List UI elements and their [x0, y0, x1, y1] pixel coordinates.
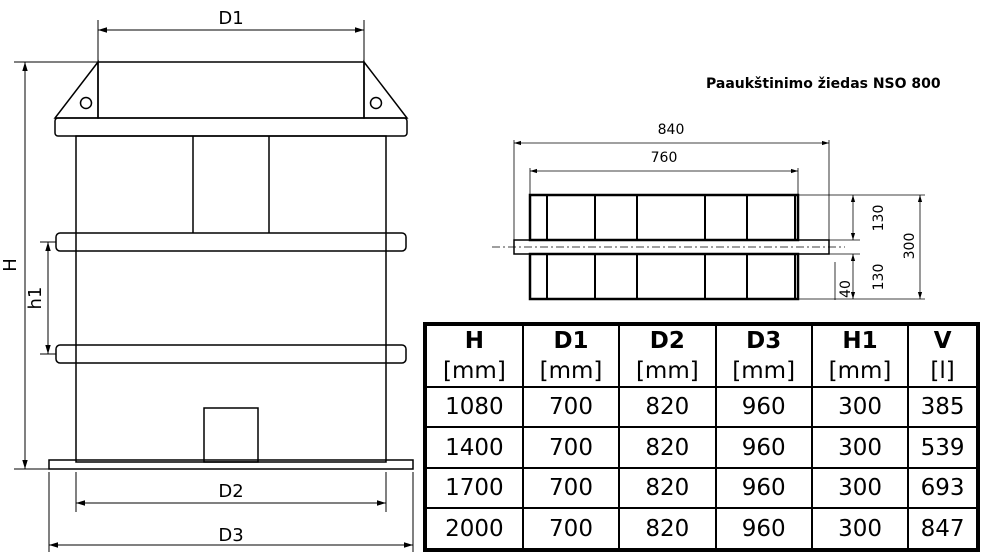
header-v: V[l] — [907, 323, 979, 388]
table-cell: 1700 — [424, 466, 524, 510]
table-cell: 700 — [521, 426, 621, 469]
stiffening-rib-lower — [55, 344, 407, 364]
table-cell: 700 — [521, 385, 621, 429]
table-row: 1700 700 820 960 300 693 — [424, 466, 979, 510]
table-row: 1080 700 820 960 300 385 — [424, 385, 979, 429]
ring-total-dimension-label: 300 — [902, 233, 918, 260]
table-cell: 700 — [521, 466, 621, 510]
table-cell: 300 — [810, 466, 910, 510]
header-d3: D3[mm] — [714, 323, 813, 388]
ring-outer-dimension-label: 840 — [658, 122, 685, 138]
table-row: 2000 700 820 960 300 847 — [424, 507, 979, 551]
spec-table-header-row: H[mm] D1[mm] D2[mm] D3[mm] H1[mm] V[l] — [424, 323, 979, 388]
table-cell: 693 — [907, 466, 979, 510]
table-cell: 960 — [714, 426, 813, 469]
table-cell: 820 — [618, 466, 717, 510]
table-cell: 385 — [907, 385, 979, 429]
table-cell: 960 — [714, 466, 813, 510]
base-plate — [48, 459, 414, 470]
label-d1: D1 — [218, 8, 243, 29]
left-lug-hole — [79, 96, 93, 110]
label-h1: h1 — [25, 287, 46, 310]
label-d3: D3 — [218, 525, 243, 546]
table-cell: 960 — [714, 385, 813, 429]
table-cell: 300 — [810, 426, 910, 469]
ring-upper-dimension-label: 130 — [871, 205, 887, 232]
ring-inner-dimension-label: 760 — [651, 150, 678, 166]
top-flange — [54, 117, 408, 137]
right-lifting-lug — [363, 59, 409, 119]
table-cell: 847 — [907, 507, 979, 551]
table-cell: 700 — [521, 507, 621, 551]
tank-neck — [97, 61, 365, 119]
label-d2: D2 — [218, 481, 243, 502]
left-lifting-lug — [53, 59, 99, 119]
table-cell: 2000 — [424, 507, 524, 551]
label-h: H — [0, 258, 21, 272]
header-h1: H1[mm] — [810, 323, 910, 388]
stiffening-rib-upper — [55, 232, 407, 252]
spec-table: H[mm] D1[mm] D2[mm] D3[mm] H1[mm] V[l] 1… — [423, 322, 980, 552]
table-cell: 820 — [618, 385, 717, 429]
tank-side-view — [48, 59, 414, 470]
table-cell: 300 — [810, 507, 910, 551]
table-cell: 820 — [618, 426, 717, 469]
ring-drawing — [492, 193, 845, 301]
table-cell: 300 — [810, 385, 910, 429]
table-cell: 1080 — [424, 385, 524, 429]
table-cell: 960 — [714, 507, 813, 551]
ring-lower-dimension-label: 130 — [871, 264, 887, 291]
right-lug-hole — [369, 96, 383, 110]
header-d1: D1[mm] — [521, 323, 621, 388]
table-cell: 820 — [618, 507, 717, 551]
table-cell: 539 — [907, 426, 979, 469]
ring-flange-dimension-label: 40 — [838, 280, 854, 298]
ring-title: Paaukštinimo žiedas NSO 800 — [706, 76, 941, 92]
tank-body — [75, 135, 387, 463]
header-d2: D2[mm] — [618, 323, 717, 388]
header-h: H[mm] — [424, 323, 524, 388]
table-row: 1400 700 820 960 300 539 — [424, 426, 979, 469]
table-cell: 1400 — [424, 426, 524, 469]
inlet-box — [203, 407, 259, 463]
